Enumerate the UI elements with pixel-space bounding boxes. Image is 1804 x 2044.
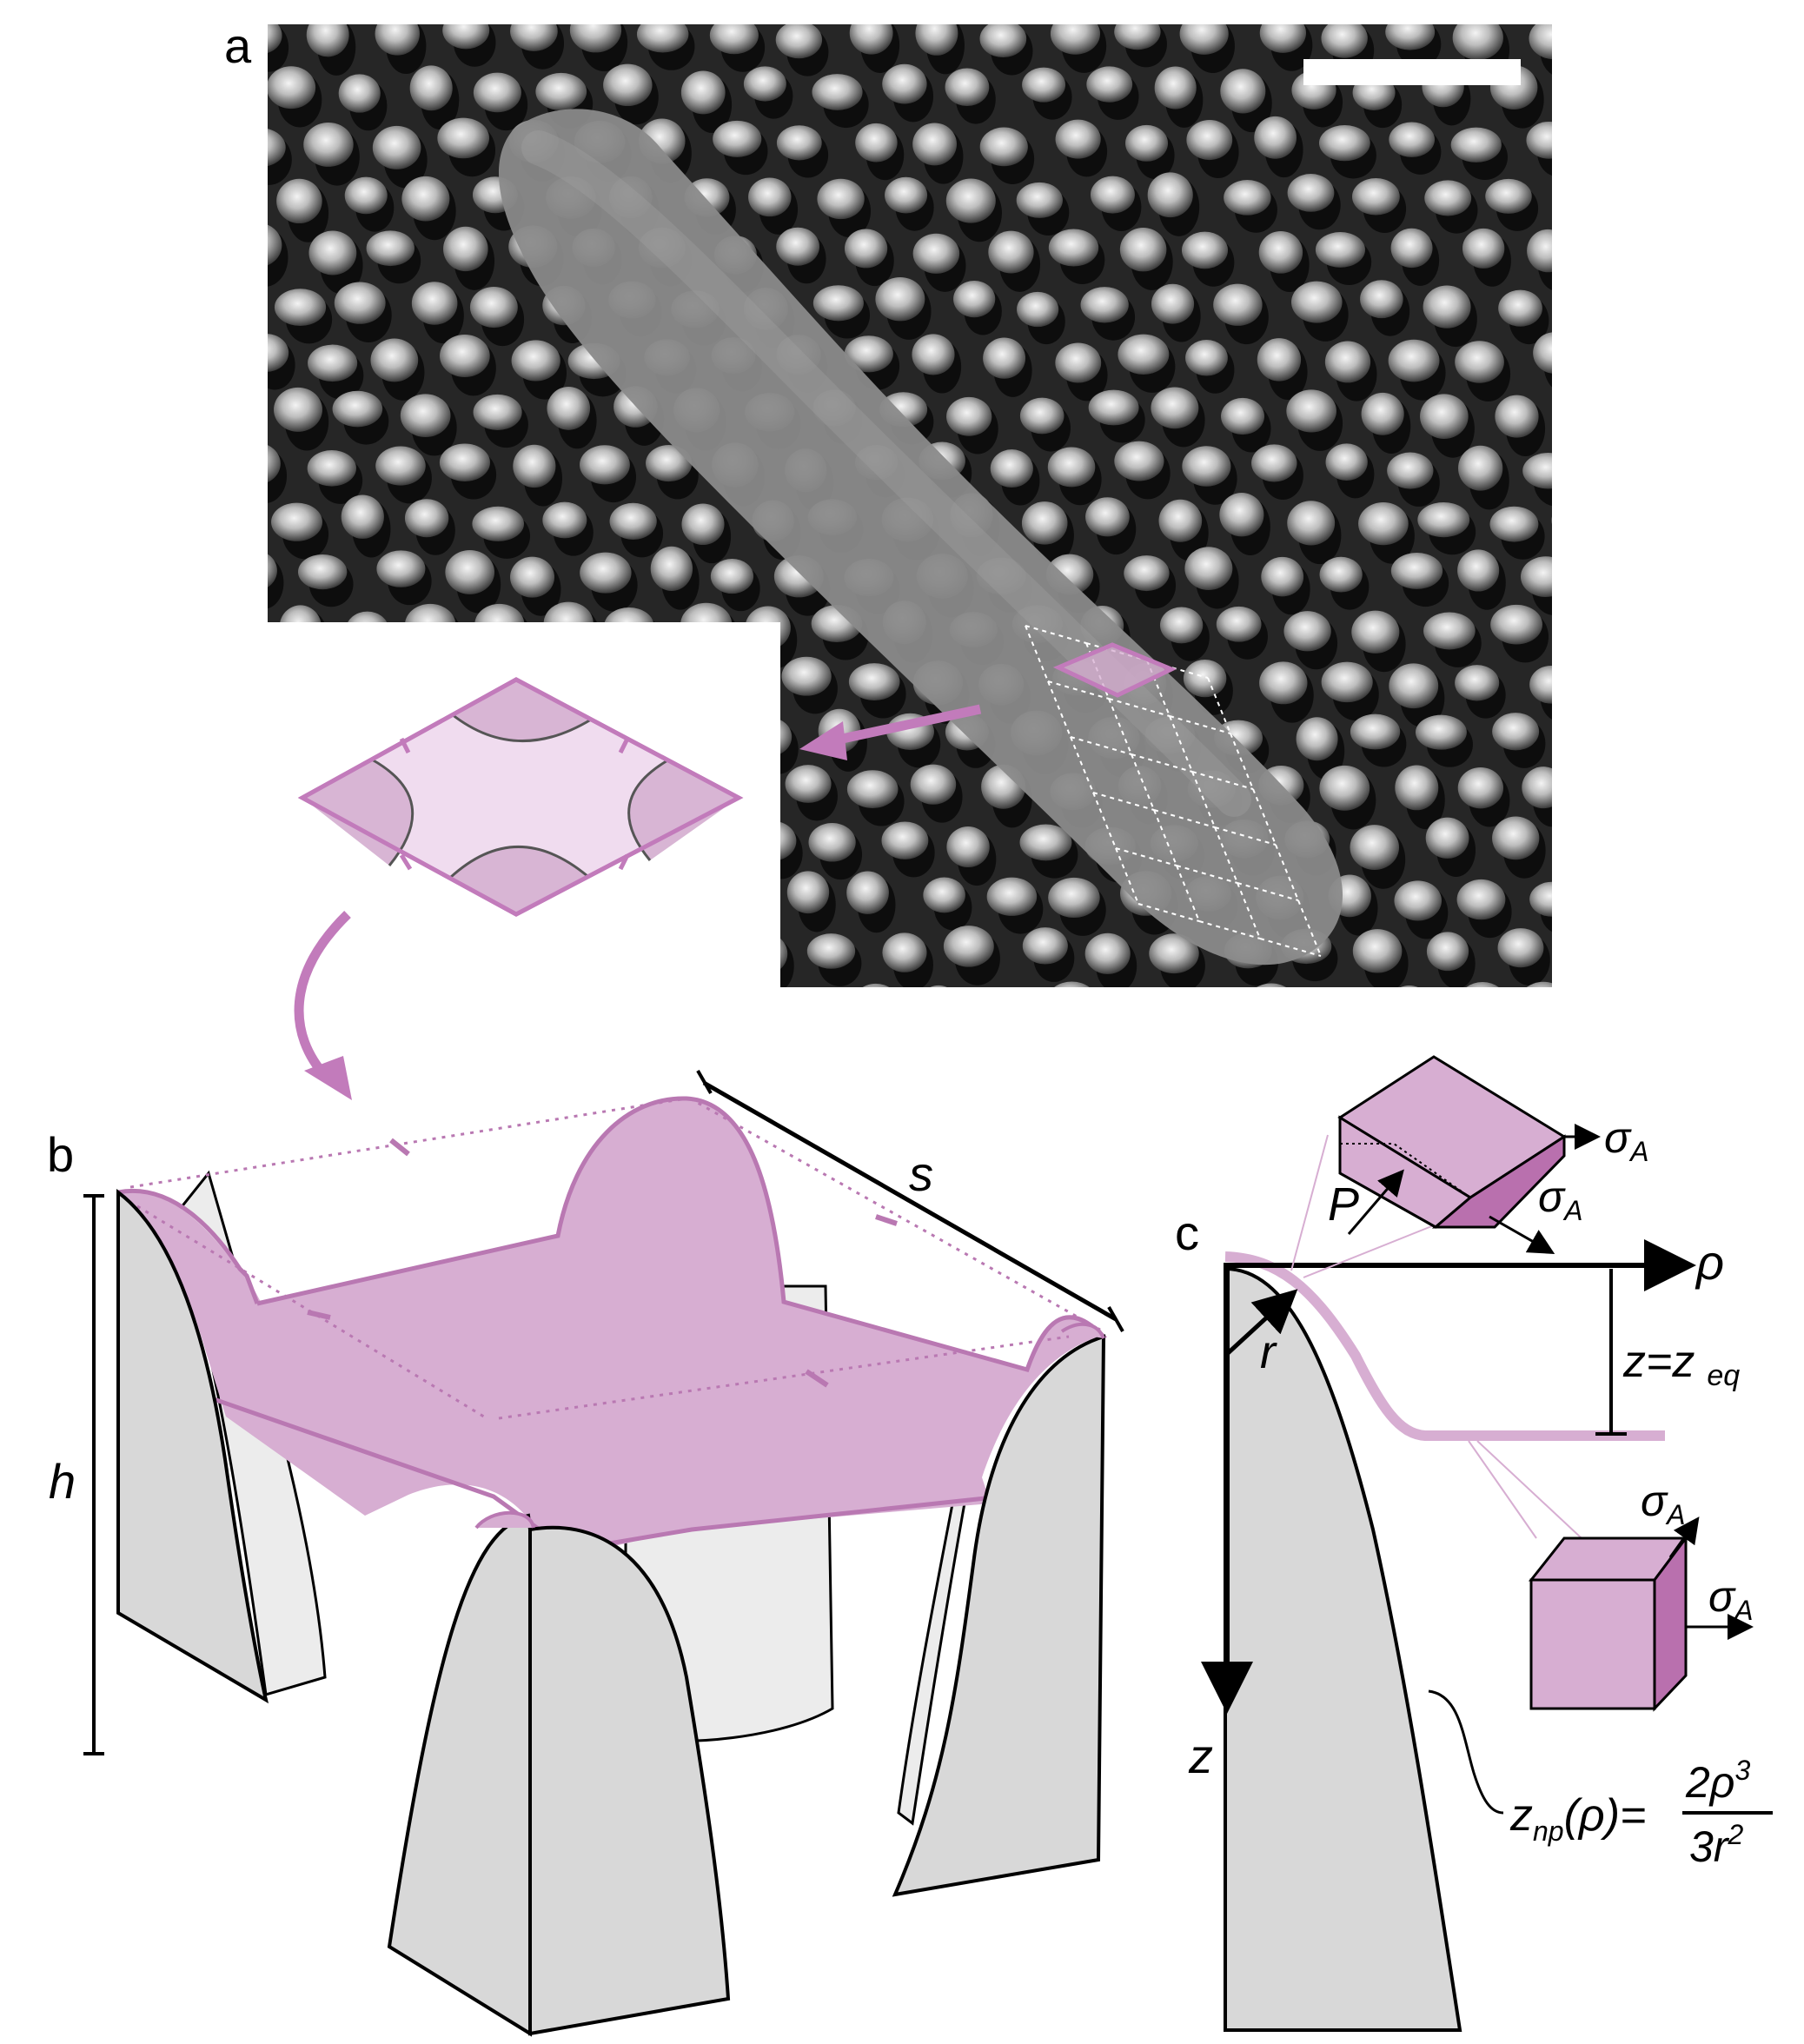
curved-arrow: [294, 911, 351, 1081]
dim-s: [696, 1070, 1124, 1332]
pointer-arrow-head: [799, 721, 847, 760]
dim-h: [83, 1194, 104, 1755]
sigma-label-top-right: σA: [1604, 1113, 1649, 1167]
equation-leader: [1428, 1689, 1504, 1815]
equation-denominator: 3r2: [1689, 1819, 1743, 1871]
sigma-label-bottom-up: σA: [1641, 1477, 1686, 1530]
rho-axis-label: ρ: [1695, 1235, 1724, 1290]
scale-bar: [1303, 59, 1521, 85]
z-axis-label: z: [1188, 1729, 1213, 1783]
sigma-label-bottom-right: σA: [1708, 1572, 1754, 1626]
sigma-arrow-bottom-up: [1668, 1516, 1700, 1558]
unit-cell-diagram: [297, 677, 744, 917]
pressure-label: P: [1328, 1178, 1359, 1231]
sigma-arrow-top-diag: [1489, 1215, 1555, 1254]
sigma-label-top-diag: σA: [1538, 1172, 1583, 1226]
equation-numerator: 2ρ3: [1685, 1755, 1750, 1807]
dim-s-label: s: [909, 1146, 933, 1201]
stress-element-bottom: [1468, 1440, 1688, 1712]
equation-lhs: znp(ρ)=: [1509, 1790, 1646, 1847]
pillar-right: [892, 1322, 1106, 1897]
radius-label: r: [1260, 1326, 1277, 1378]
curved-arrow-head: [304, 1056, 352, 1100]
pressure-arrow: [1347, 1169, 1404, 1235]
membrane-sheet: [117, 1096, 1107, 1553]
panel-c-label: c: [1175, 1205, 1199, 1260]
depth-bracket: [1595, 1269, 1627, 1436]
panel-a-label: a: [224, 18, 252, 73]
pillar-front: [387, 1510, 731, 2037]
panel-b-label: b: [47, 1127, 74, 1182]
pillar-left: [116, 1188, 269, 1704]
sem-image: [268, 24, 1552, 987]
stress-element-top: [1290, 1055, 1567, 1278]
radius-arrow: [1225, 1289, 1298, 1356]
pointer-arrow: [832, 704, 982, 746]
bacterium: [498, 109, 1343, 966]
dim-h-label: h: [49, 1454, 76, 1509]
unit-cell-highlight: [1052, 642, 1177, 698]
